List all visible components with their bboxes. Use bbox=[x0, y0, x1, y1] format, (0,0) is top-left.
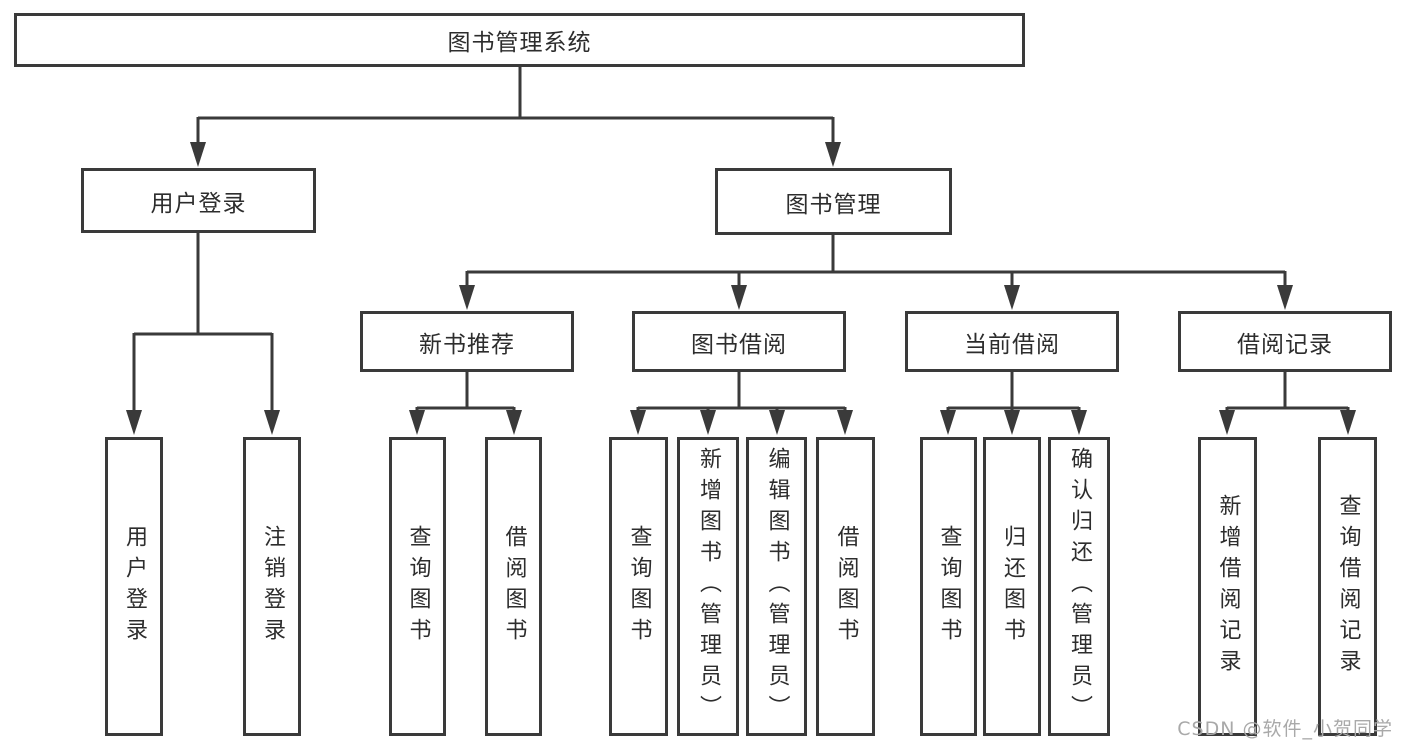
leaf-label: 用户登录 bbox=[122, 524, 147, 649]
leaf-query-book-recommend: 查询图书 bbox=[389, 437, 446, 736]
node-label: 借阅记录 bbox=[1237, 331, 1333, 358]
leaf-query-book-borrow: 查询图书 bbox=[609, 437, 668, 736]
leaf-borrow-book: 借阅图书 bbox=[816, 437, 875, 736]
node-label: 图书借阅 bbox=[691, 331, 787, 358]
leaf-label: 注销登录 bbox=[260, 524, 285, 649]
node-user-login: 用户登录 bbox=[81, 168, 316, 233]
node-label: 图书管理系统 bbox=[447, 30, 592, 56]
leaf-return-book: 归还图书 bbox=[983, 437, 1041, 736]
leaf-label: 新增图书（管理员） bbox=[696, 447, 721, 726]
leaf-label: 查询借阅记录 bbox=[1335, 493, 1361, 680]
leaf-query-book-current: 查询图书 bbox=[920, 437, 977, 736]
leaf-borrow-book-recommend: 借阅图书 bbox=[485, 437, 542, 736]
leaf-label: 查询图书 bbox=[626, 524, 652, 649]
leaf-label: 新增借阅记录 bbox=[1215, 493, 1241, 680]
node-borrow-record: 借阅记录 bbox=[1178, 311, 1392, 372]
leaf-user-login: 用户登录 bbox=[105, 437, 163, 736]
node-book-management: 图书管理 bbox=[715, 168, 952, 235]
leaf-label: 归还图书 bbox=[1000, 524, 1025, 649]
leaf-logout: 注销登录 bbox=[243, 437, 301, 736]
arrowheads bbox=[126, 142, 1356, 435]
leaf-query-borrow-record: 查询借阅记录 bbox=[1318, 437, 1377, 736]
node-book-borrow: 图书借阅 bbox=[632, 311, 846, 372]
node-library-management-system: 图书管理系统 bbox=[14, 13, 1025, 67]
csdn-watermark: CSDN @软件_小贺同学 bbox=[1177, 718, 1393, 740]
node-label: 图书管理 bbox=[785, 191, 882, 218]
leaf-label: 查询图书 bbox=[405, 524, 431, 649]
node-new-book-recommend: 新书推荐 bbox=[360, 311, 574, 372]
node-current-borrow: 当前借阅 bbox=[905, 311, 1119, 372]
leaf-label: 借阅图书 bbox=[501, 524, 527, 649]
leaf-add-borrow-record: 新增借阅记录 bbox=[1198, 437, 1257, 736]
leaf-label: 查询图书 bbox=[936, 524, 962, 649]
leaf-add-book-admin: 新增图书（管理员） bbox=[677, 437, 739, 736]
leaf-label: 借阅图书 bbox=[833, 524, 859, 649]
leaf-label: 编辑图书（管理员） bbox=[764, 447, 790, 726]
leaf-edit-book-admin: 编辑图书（管理员） bbox=[746, 437, 807, 736]
node-label: 用户登录 bbox=[150, 190, 247, 217]
leaf-label: 确认归还（管理员） bbox=[1067, 447, 1092, 726]
node-label: 当前借阅 bbox=[964, 331, 1060, 358]
node-label: 新书推荐 bbox=[419, 331, 515, 358]
leaf-confirm-return-admin: 确认归还（管理员） bbox=[1048, 437, 1110, 736]
